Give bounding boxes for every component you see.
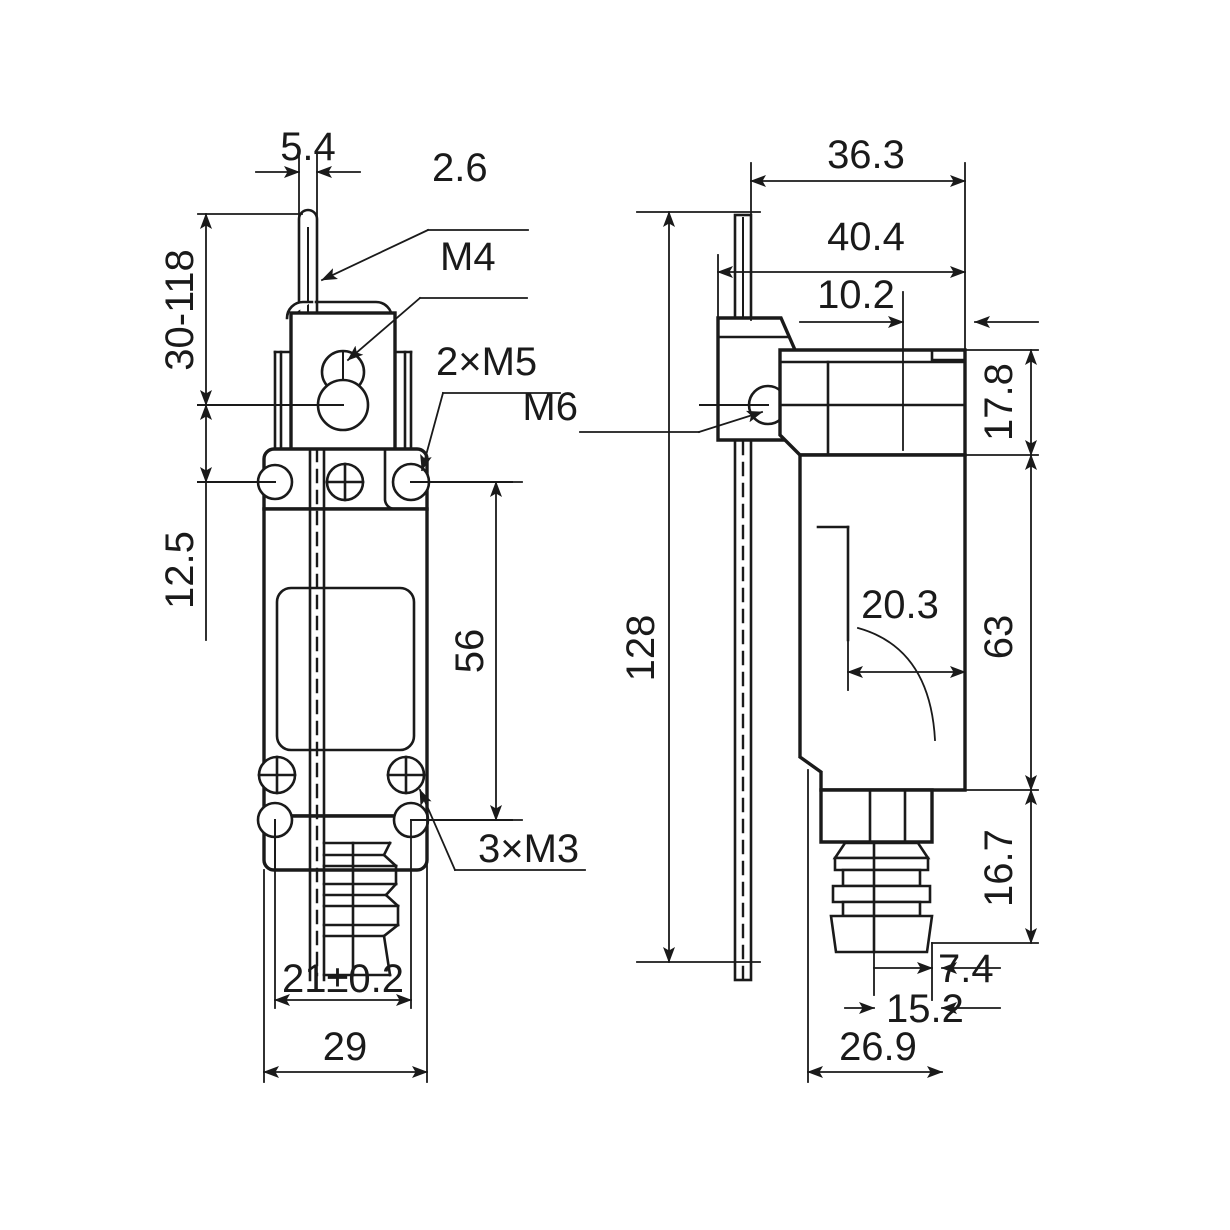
dim-body-depth: 26.9: [807, 769, 943, 1083]
callout-m6: M6: [522, 385, 764, 434]
dim-lever-to-back: 36.3: [750, 133, 966, 351]
dim-total-height: 128: [619, 211, 761, 963]
dim-label-head-offset: 10.2: [817, 273, 895, 317]
callout-2xm5: 2×M5: [420, 340, 561, 472]
bellows-boot-side: [829, 841, 934, 954]
dim-body-depth-step: 20.3: [847, 583, 966, 741]
dim-label-lever-to-back-outer: 40.4: [827, 215, 905, 259]
dim-head-offset: 10.2: [799, 273, 904, 451]
callout-label-m4: M4: [440, 235, 496, 279]
callout-label-m6: M6: [522, 385, 578, 429]
dim-label-body-depth-step: 20.3: [861, 583, 939, 627]
dim-lever-to-back-outer: 40.4: [717, 215, 966, 321]
dim-label-mount-hole-offset: 12.5: [158, 531, 202, 609]
dim-label-mount-hole-spacing: 56: [448, 629, 492, 674]
dim-label-mount-center-width: 21±0.2: [282, 957, 404, 1001]
bellows-boot-front: [322, 841, 400, 977]
front-view-group: 5.4 2.6 M4 2×M5 3×M3: [158, 125, 586, 1083]
dim-mount-hole-offset: 12.5: [158, 404, 265, 641]
callout-3xm3: 3×M3: [418, 788, 586, 872]
dim-label-body-depth: 26.9: [839, 1025, 917, 1069]
dim-label-body-width: 29: [323, 1025, 368, 1069]
dim-label-head-height: 17.8: [977, 363, 1021, 441]
callout-label-3xm3: 3×M3: [478, 827, 579, 871]
dim-label-plunger-height: 16.7: [977, 829, 1021, 907]
dim-body-height: 63: [964, 454, 1039, 791]
dim-plunger-offset: 7.4: [873, 942, 1001, 1001]
dim-label-lever-travel: 30-118: [158, 249, 202, 371]
dim-label-total-height: 128: [619, 615, 663, 682]
dim-label-plunger-center: 15.2: [886, 987, 964, 1031]
dim-head-height: 17.8: [964, 316, 1039, 456]
dim-mount-center-width: 21±0.2: [274, 819, 412, 1009]
dim-rod-width: 5.4: [255, 125, 361, 301]
dim-lever-travel: 30-118: [158, 213, 303, 406]
switch-body-side: [778, 348, 967, 844]
callout-label-2xm5: 2×M5: [436, 340, 537, 384]
bottom-mounting-hardware: [256, 755, 513, 871]
switch-body: [262, 447, 429, 982]
roller-head-block: [197, 300, 413, 455]
dim-rod-thickness: 2.6: [320, 146, 529, 282]
dim-label-plunger-offset: 7.4: [938, 947, 994, 991]
dim-mount-hole-spacing: 56: [426, 481, 523, 821]
dim-label-lever-to-back: 36.3: [827, 133, 905, 177]
callout-m4: M4: [346, 235, 528, 362]
dim-label-rod-thickness: 2.6: [432, 146, 488, 190]
dim-plunger-center: 15.2: [844, 987, 1001, 1031]
side-view-group: 36.3 40.4 10.2 17.8 63: [522, 133, 1039, 1083]
dim-body-width: 29: [263, 789, 428, 1083]
dim-plunger-height: 16.7: [931, 789, 1039, 944]
dim-label-rod-width: 5.4: [280, 125, 336, 169]
dim-label-body-height: 63: [977, 615, 1021, 660]
